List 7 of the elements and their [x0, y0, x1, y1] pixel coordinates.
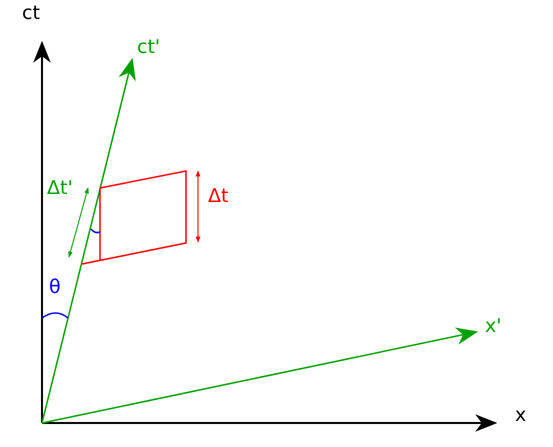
axis-label: x — [515, 406, 526, 425]
axis-label: x' — [485, 317, 502, 336]
interval-label: Δt — [208, 187, 228, 206]
axis-label: ct' — [137, 38, 160, 57]
angle-label: θ — [49, 278, 61, 297]
axis-label: ct — [22, 4, 40, 23]
interval-label: Δt' — [47, 179, 73, 198]
